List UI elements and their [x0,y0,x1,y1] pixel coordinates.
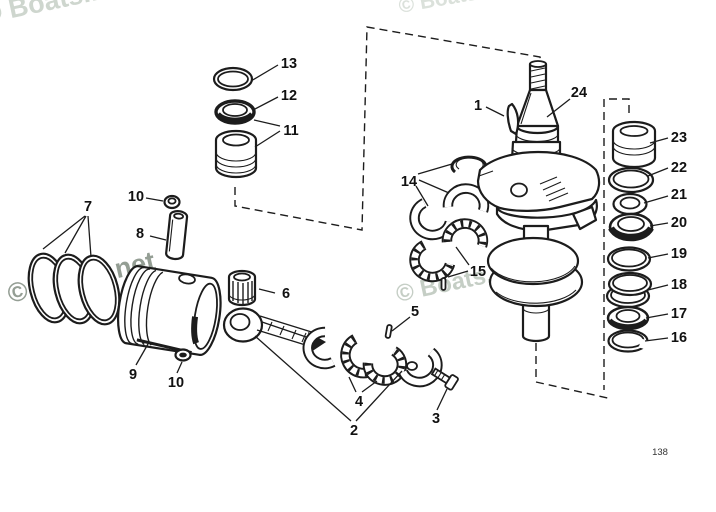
callout-6: 6 [282,286,290,302]
callout-12: 12 [281,88,297,104]
part-10-retaining-clip-top [163,194,181,210]
page-number: 138 [652,447,668,458]
part-3-rod-cap [398,347,443,388]
callout-10-top: 10 [128,189,144,205]
part-15-bearing-cage-halves [409,218,489,291]
part-22-ring [607,166,655,194]
part-19-ring [606,246,652,272]
part-23-bushing [611,120,657,169]
callout-11: 11 [283,123,298,139]
callout-21: 21 [671,187,687,203]
part-12-seal-ring [214,99,256,125]
watermark-top-center: © Boats.net [395,0,517,19]
callout-24: 24 [571,85,587,101]
callout-19: 19 [671,246,687,262]
part-1-woodruff-key [506,102,520,136]
part-24-crankshaft [476,60,601,343]
callout-1: 1 [474,98,482,114]
callout-18: 18 [671,277,687,293]
watermark-text: © Boats.net [0,0,132,30]
part-18-ring-pair [605,271,653,309]
callout-3: 3 [432,411,440,427]
callout-8: 8 [136,226,144,242]
part-4-rod-bearing-halves [340,334,408,386]
callout-16: 16 [671,330,687,346]
part-13-ring [212,66,254,92]
part-17-seal-ring [606,305,650,331]
callout-5: 5 [411,304,419,320]
part-9-piston [117,265,222,356]
callout-10-bottom: 10 [168,375,184,391]
part-8-wrist-pin [165,210,189,261]
callout-2: 2 [350,423,358,439]
part-5-dowel-pin [384,324,393,339]
part-20-oil-seal [608,212,654,242]
callout-22: 22 [671,160,687,176]
watermark-text: © Boats.net [397,0,516,18]
callout-17: 17 [671,306,687,322]
part-2-connecting-rod [222,307,336,370]
dashed-locator-lines [234,26,630,400]
part-16-retaining-ring [607,329,652,353]
callout-15: 15 [470,264,486,280]
callout-4: 4 [355,394,363,410]
part-21-seal-ring [612,192,648,216]
callout-23: 23 [671,130,687,146]
part-10-retaining-clip-bottom [174,348,192,362]
callout-13: 13 [281,56,297,72]
callout-7: 7 [84,199,92,215]
part-11-sleeve-bearing [214,129,258,179]
callout-9: 9 [129,367,137,383]
callout-20: 20 [671,215,687,231]
callout-14: 14 [401,174,417,190]
part-6-needle-bearing-cage [227,269,257,307]
watermark-top-left: © Boats.net [0,0,134,31]
callout-labels: 1 2 3 4 5 6 7 8 9 10 10 11 12 13 14 15 1… [84,56,687,439]
leader-lines [42,64,669,422]
part-7-piston-rings [27,252,121,326]
rod-cap-bolt [430,367,459,391]
